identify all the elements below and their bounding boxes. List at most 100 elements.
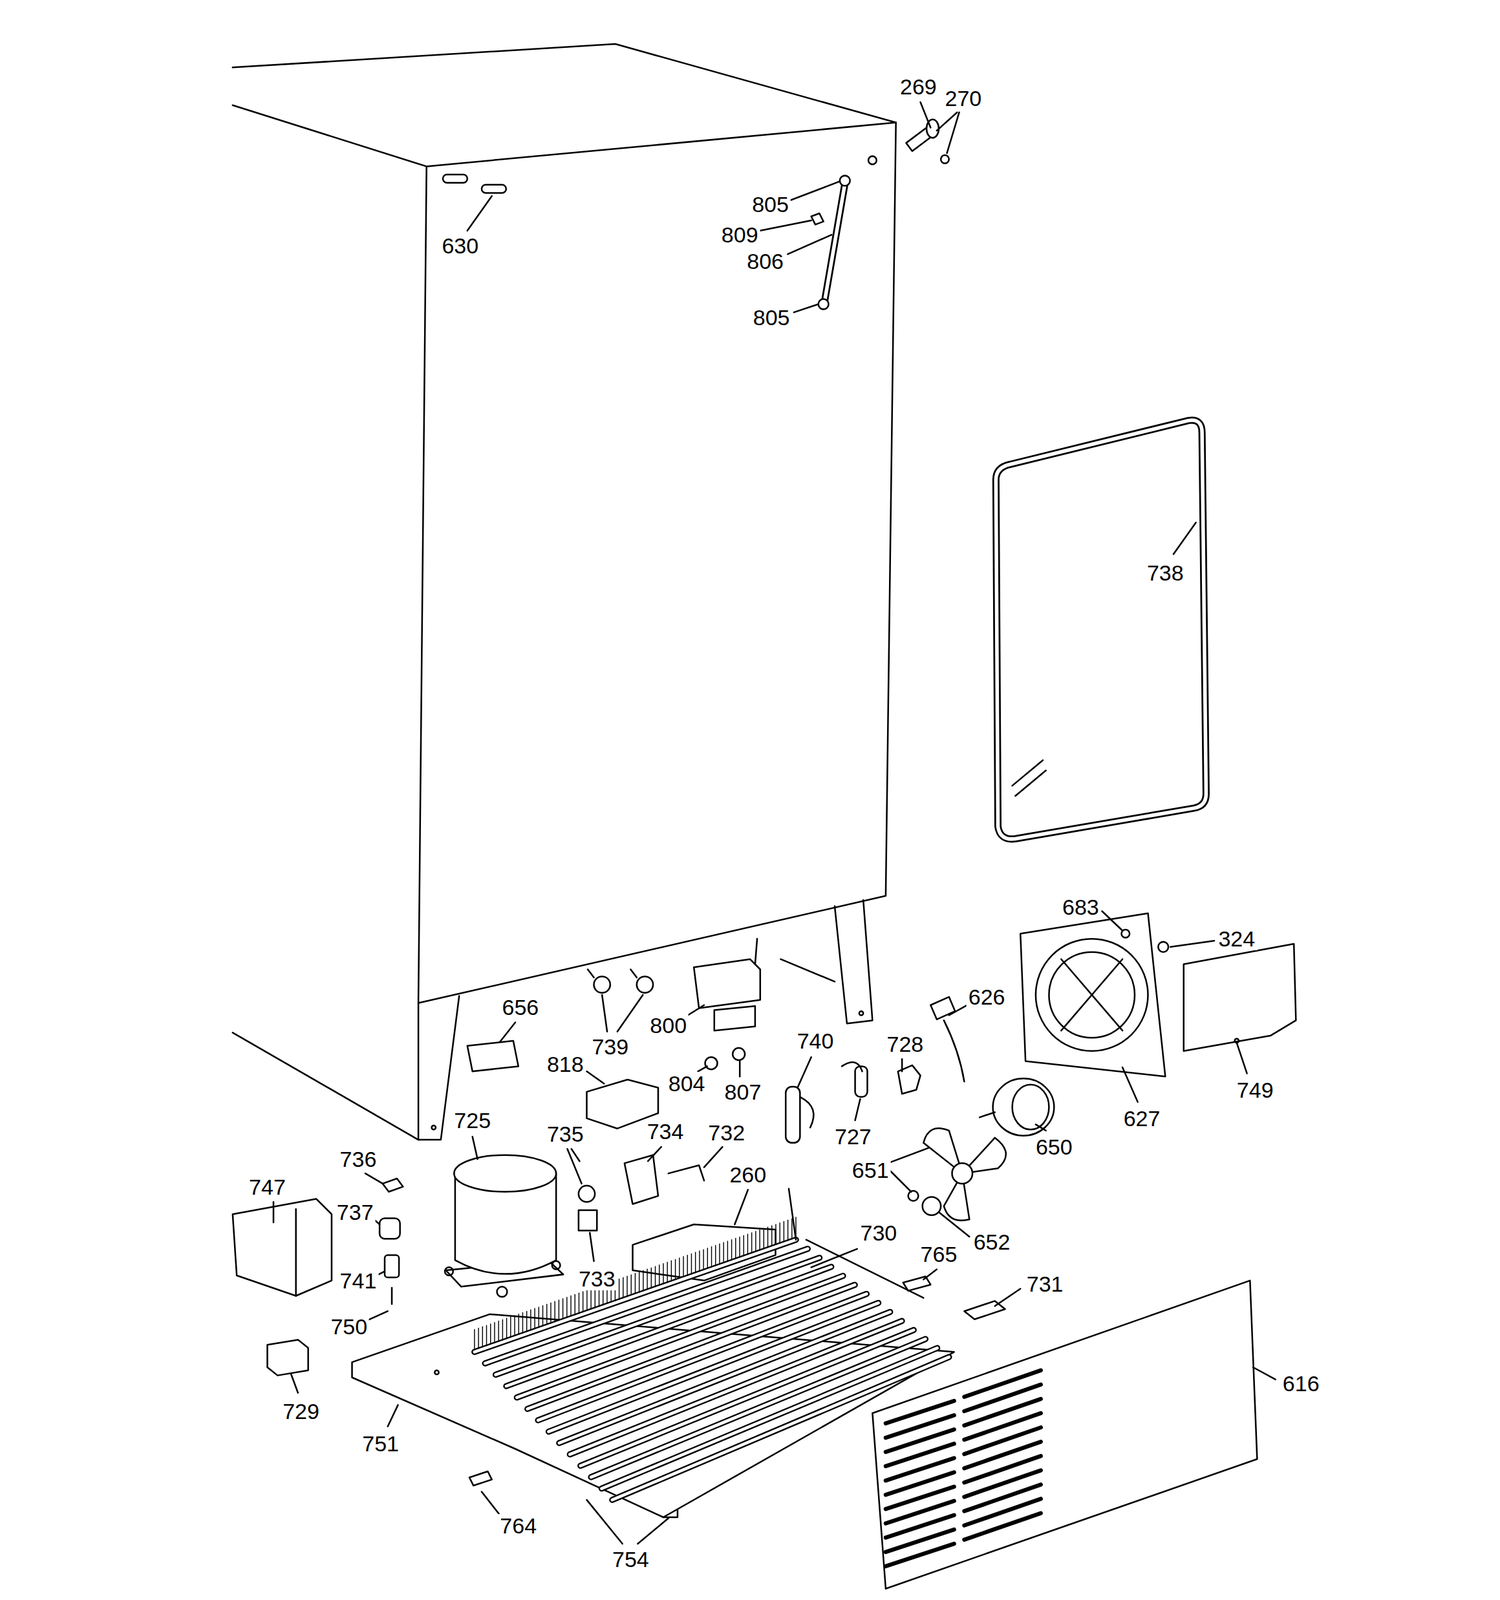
coil-fin [767, 1227, 769, 1248]
water-tube [824, 183, 846, 302]
callout-number: 764 [497, 1514, 539, 1538]
small-components [467, 1040, 519, 1072]
coil-fin [666, 1262, 668, 1283]
coil-fin [743, 1235, 745, 1257]
coil-tube [580, 1329, 914, 1466]
fan-blade [908, 1128, 1007, 1221]
coil-fin [682, 1256, 684, 1278]
callout-number: 656 [500, 995, 542, 1019]
callout-number: 324 [1216, 927, 1257, 951]
small-components [785, 1086, 800, 1144]
leader-lines [1253, 1367, 1276, 1380]
callout-number: 805 [751, 305, 793, 330]
callout-number: 765 [918, 1242, 960, 1266]
callout-number: 683 [1060, 895, 1102, 919]
grille [885, 1370, 1041, 1567]
leader-lines [272, 1201, 275, 1223]
small-components [841, 1062, 863, 1072]
cabinet [442, 174, 468, 183]
coil-fin [642, 1270, 644, 1292]
loop-heater [1012, 760, 1043, 786]
small-components [587, 969, 637, 978]
grille-slot [964, 1499, 1041, 1526]
callout-number: 630 [439, 234, 481, 258]
grille-slot [964, 1470, 1041, 1497]
coil-fin [530, 1309, 531, 1331]
base-plate [434, 1370, 439, 1375]
loop-heater [1015, 770, 1046, 796]
loop-heater [995, 420, 1206, 840]
power-cord [943, 1020, 965, 1082]
leader-lines [887, 1168, 911, 1192]
leader-lines [855, 1099, 861, 1121]
grille [872, 1280, 1257, 1590]
callout-number: 805 [750, 192, 791, 216]
grille-slot [964, 1399, 1041, 1426]
leader-lines [901, 1059, 904, 1072]
coil-fin [731, 1240, 732, 1261]
fan-motor [979, 1078, 1054, 1136]
relay-parts [232, 1199, 332, 1297]
coil-fin [755, 1231, 756, 1253]
coil-fin [675, 1259, 676, 1281]
leader-lines [467, 195, 493, 231]
coil-fin [654, 1266, 656, 1288]
leader-lines [923, 1269, 937, 1280]
leader-lines [887, 1148, 929, 1164]
grille-slot [964, 1370, 1041, 1398]
callout-number: 741 [338, 1269, 379, 1293]
leader-lines [472, 1136, 478, 1160]
callout-number: 730 [857, 1221, 899, 1245]
leader-lines [698, 1066, 708, 1072]
compressor [444, 1267, 454, 1276]
leader-lines [704, 1146, 723, 1168]
leader-lines [787, 234, 832, 255]
leader-lines [920, 102, 932, 128]
fan-shroud [1060, 959, 1123, 1031]
small-components [755, 938, 758, 965]
callout-number: 739 [589, 1035, 631, 1059]
cabinet [232, 105, 427, 167]
small-components [636, 976, 654, 994]
water-tube [811, 175, 851, 310]
callout-number: 800 [647, 1013, 689, 1038]
leader-lines [739, 1061, 741, 1078]
water-tube [824, 183, 846, 302]
coil-fin [510, 1317, 511, 1338]
coil-fin [634, 1273, 636, 1295]
leader-lines [617, 995, 643, 1032]
compressor [453, 1155, 557, 1193]
small-components [705, 1057, 718, 1070]
coil-fin [566, 1297, 568, 1319]
cabinet [780, 959, 835, 983]
compressor [497, 1286, 508, 1297]
leader-lines [687, 1005, 705, 1016]
coil-fin [702, 1249, 704, 1271]
coil-fin [638, 1272, 640, 1294]
small-components [469, 1471, 493, 1486]
callout-number: 749 [1234, 1078, 1276, 1102]
condenser-tube [806, 1240, 924, 1299]
coil-fin [574, 1294, 576, 1316]
fan-motor [1012, 1084, 1050, 1130]
leader-lines [367, 1311, 388, 1321]
coil-fin [477, 1328, 479, 1349]
grille-slot [964, 1484, 1041, 1511]
cabinet [481, 184, 507, 194]
callout-number: 725 [451, 1108, 493, 1133]
callout-number: 728 [885, 1032, 926, 1056]
coil-fin [558, 1300, 560, 1321]
callout-number: 754 [610, 1547, 652, 1572]
coil-fin [518, 1314, 520, 1336]
coil-fin [570, 1296, 571, 1318]
callout-number: 732 [706, 1121, 747, 1145]
callout-number: 738 [1145, 561, 1186, 585]
callout-number: 626 [966, 985, 1008, 1009]
callout-number: 809 [719, 223, 761, 247]
small-components [668, 1165, 705, 1182]
callout-number: 804 [666, 1071, 708, 1096]
leader-lines [1035, 1124, 1047, 1131]
power-cord [930, 996, 955, 1020]
grille [872, 1280, 1257, 1590]
coil-fin [747, 1234, 749, 1255]
